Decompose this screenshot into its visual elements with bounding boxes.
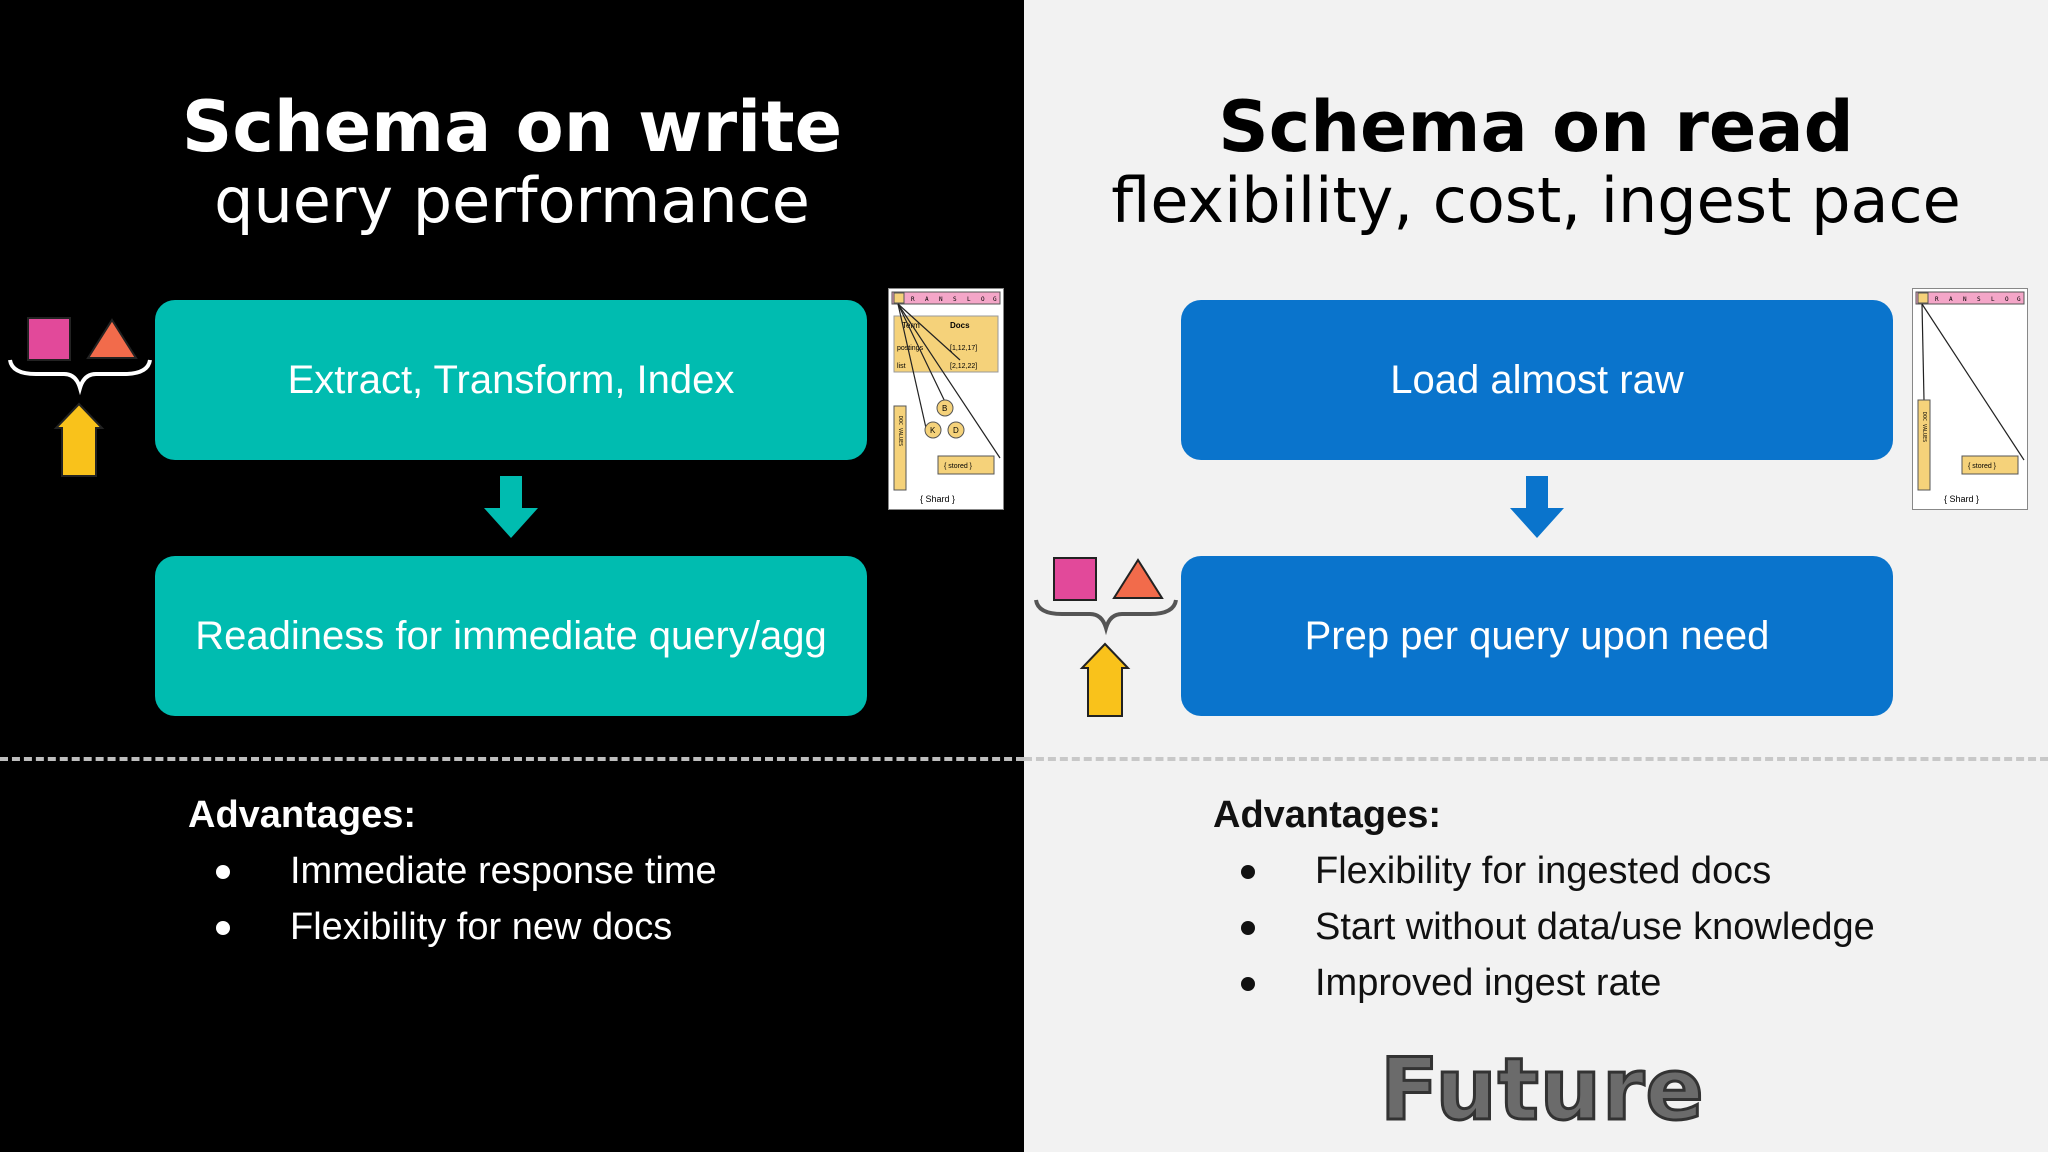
yellow-house-icon	[1079, 642, 1131, 717]
shapes-group-right	[1034, 557, 1178, 717]
left-title-block: Schema on write query performance	[0, 92, 1024, 232]
svg-text:N: N	[939, 296, 943, 303]
divider-left	[0, 757, 1024, 761]
right-title: Schema on read	[1218, 86, 1854, 168]
svg-text:S: S	[953, 296, 957, 303]
right-advantages-header: Advantages:	[1213, 794, 1442, 836]
svg-text:[1,12,17]: [1,12,17]	[950, 345, 977, 352]
future-label: Future	[1379, 1039, 1706, 1142]
svg-text:S: S	[1977, 296, 1981, 303]
left-advantages-header: Advantages:	[188, 794, 417, 836]
svg-text:DOC VALUES: DOC VALUES	[1921, 412, 1927, 442]
left-subtitle: query performance	[214, 164, 810, 237]
down-arrow-icon	[484, 476, 538, 538]
svg-text:R: R	[911, 296, 915, 303]
svg-text:postings: postings	[897, 345, 924, 352]
load-almost-raw-box: Load almost raw	[1181, 300, 1893, 460]
svg-text:A: A	[925, 296, 929, 303]
right-title-block: Schema on read flexibility, cost, ingest…	[1024, 92, 2048, 232]
orange-triangle-icon	[1112, 558, 1164, 599]
shapes-group-left	[8, 317, 152, 477]
svg-text:L: L	[967, 296, 971, 303]
svg-text:[2,12,22]: [2,12,22]	[950, 363, 977, 370]
svg-text:A: A	[1949, 296, 1953, 303]
svg-text:G: G	[993, 296, 997, 303]
svg-text:L: L	[1991, 296, 1995, 303]
list-item: Start without data/use knowledge	[1213, 899, 1875, 955]
svg-text:G: G	[2017, 296, 2021, 303]
divider-right	[1024, 757, 2048, 761]
svg-text:Docs: Docs	[950, 321, 970, 330]
translog-header: R A N S L O G	[891, 291, 1001, 305]
shard-raw-thumbnail: R A N S L O G DOC VALUES { stored } { Sh…	[1912, 288, 2028, 510]
prep-per-query-label: Prep per query upon need	[1304, 613, 1770, 658]
left-advantages: Advantages: Immediate response time Flex…	[188, 794, 717, 955]
svg-text:O: O	[981, 296, 985, 303]
svg-text:{ stored }: { stored }	[944, 463, 973, 470]
svg-text:R: R	[1935, 296, 1939, 303]
extract-transform-index-label: Extract, Transform, Index	[287, 357, 735, 402]
svg-text:DOC VALUES: DOC VALUES	[897, 416, 903, 446]
curly-brace-icon	[8, 359, 152, 396]
svg-text:{ Shard }: { Shard }	[1944, 494, 1979, 504]
svg-text:O: O	[2005, 296, 2009, 303]
svg-text:K: K	[930, 426, 936, 435]
svg-text:N: N	[1963, 296, 1967, 303]
extract-transform-index-box: Extract, Transform, Index	[155, 300, 867, 460]
down-arrow-icon	[1510, 476, 1564, 538]
left-title: Schema on write	[181, 86, 843, 168]
yellow-house-icon	[53, 402, 105, 477]
load-almost-raw-label: Load almost raw	[1390, 357, 1684, 402]
svg-text:list: list	[897, 363, 906, 370]
doc-values-column	[893, 405, 907, 491]
list-item: Flexibility for new docs	[188, 899, 717, 955]
right-subtitle: flexibility, cost, ingest pace	[1111, 164, 1961, 237]
right-advantages: Advantages: Flexibility for ingested doc…	[1213, 794, 1875, 1011]
readiness-box: Readiness for immediate query/agg	[155, 556, 867, 716]
list-item: Flexibility for ingested docs	[1213, 843, 1875, 899]
list-item: Immediate response time	[188, 843, 717, 899]
orange-triangle-icon	[86, 318, 138, 359]
pink-square-icon	[1053, 557, 1097, 601]
svg-text:D: D	[953, 426, 959, 435]
svg-text:B: B	[942, 404, 947, 413]
shard-index-thumbnail: R A N S L O G Term Docs postings [1,12,1…	[888, 288, 1004, 510]
svg-text:Term: Term	[902, 321, 920, 330]
svg-text:{ Shard }: { Shard }	[920, 494, 955, 504]
readiness-label: Readiness for immediate query/agg	[195, 613, 827, 658]
pink-square-icon	[27, 317, 71, 361]
curly-brace-icon	[1034, 599, 1178, 636]
prep-per-query-box: Prep per query upon need	[1181, 556, 1893, 716]
list-item: Improved ingest rate	[1213, 955, 1875, 1011]
svg-text:{ stored }: { stored }	[1968, 463, 1997, 470]
